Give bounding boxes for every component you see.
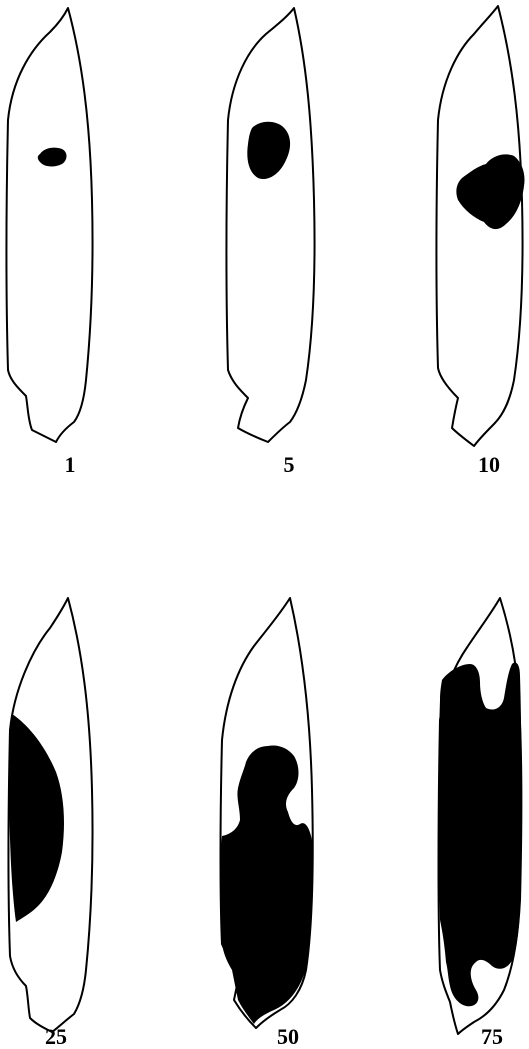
leaf-panel-25: 25 xyxy=(9,598,93,1049)
severity-label: 10 xyxy=(478,452,500,477)
severity-label: 50 xyxy=(277,1024,299,1049)
severity-label: 75 xyxy=(481,1024,503,1049)
severity-label: 1 xyxy=(65,452,76,477)
leaf-panel-10: 10 xyxy=(437,6,525,477)
leaf-panel-1: 1 xyxy=(7,8,93,477)
leaf-panel-5: 5 xyxy=(227,8,315,477)
leaf-outline xyxy=(7,8,93,442)
leaf-outline xyxy=(227,8,315,442)
lesion-area xyxy=(439,663,522,1007)
leaf-panel-50: 50 xyxy=(221,598,313,1049)
leaf-outline xyxy=(437,6,523,446)
severity-label: 25 xyxy=(45,1024,67,1049)
severity-label: 5 xyxy=(284,452,295,477)
leaf-panel-75: 75 xyxy=(439,598,522,1049)
